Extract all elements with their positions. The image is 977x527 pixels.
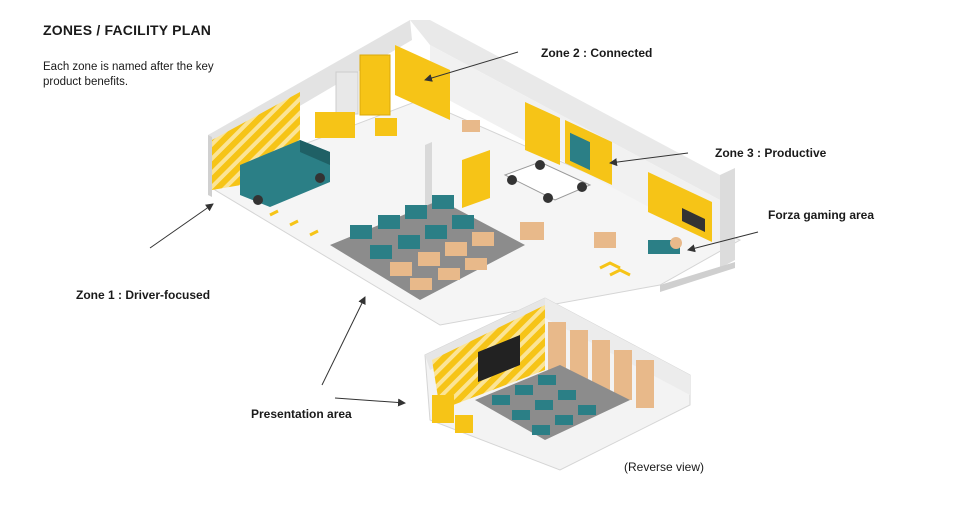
main-facility <box>208 20 742 326</box>
page-title: ZONES / FACILITY PLAN <box>43 22 212 38</box>
van <box>240 140 330 207</box>
zone2-label: Zone 2 : Connected <box>541 46 653 60</box>
page-subtitle: Each zone is named after the key product… <box>43 61 214 88</box>
reverse-seating <box>492 375 596 435</box>
zone1-label: Zone 1 : Driver-focused <box>76 288 211 302</box>
box-rows <box>350 195 494 290</box>
presentation-label: Presentation area <box>251 407 352 421</box>
zone3-label: Zone 3 : Productive <box>715 146 827 160</box>
shelving <box>548 322 654 408</box>
annotation-arrows <box>149 51 759 407</box>
forza-label: Forza gaming area <box>768 208 875 222</box>
reverse-view-illustration <box>424 297 691 471</box>
chassis <box>503 160 592 203</box>
reverse-view-label: (Reverse view) <box>624 460 705 474</box>
